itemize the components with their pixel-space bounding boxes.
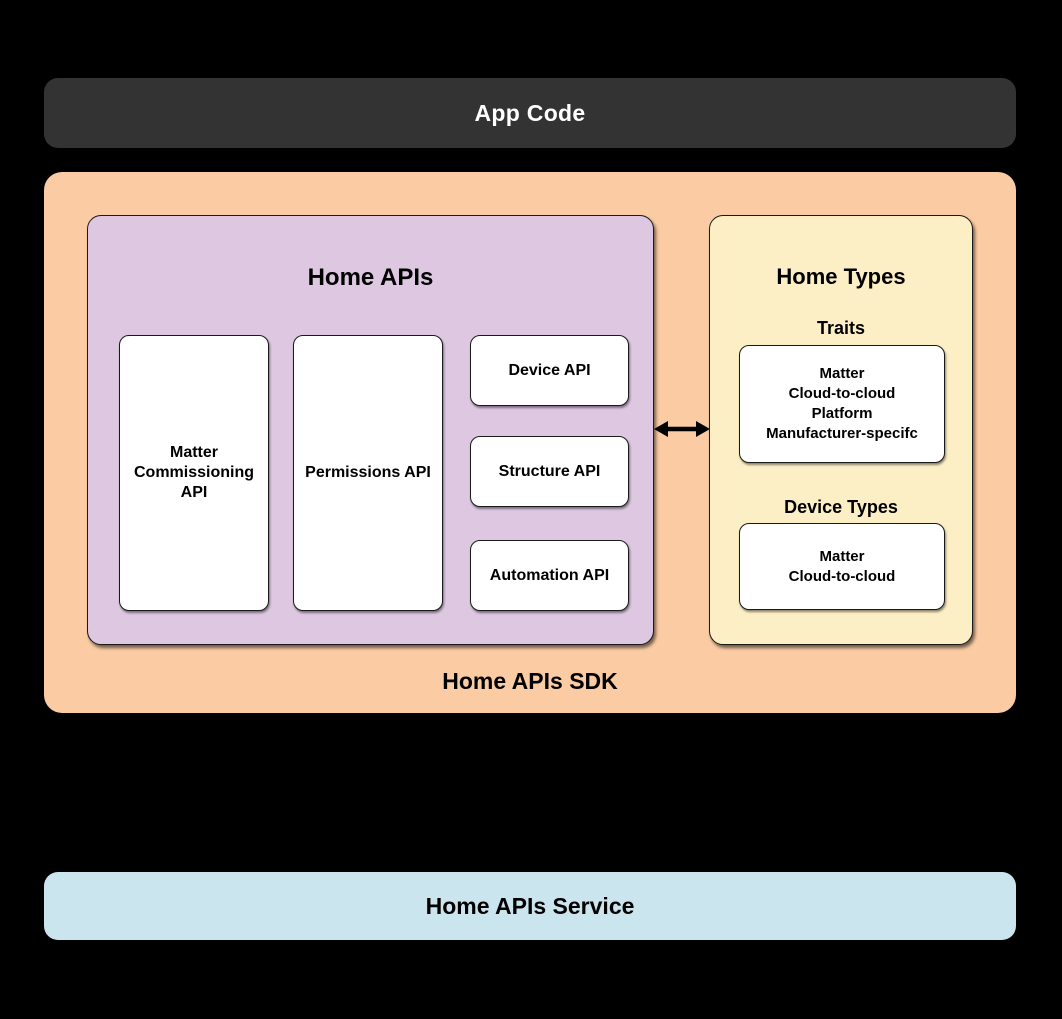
matter-commissioning-api-line: API xyxy=(180,484,208,501)
matter-commissioning-api-box: Matter Commissioning API xyxy=(119,335,269,611)
matter-commissioning-api-line: Matter xyxy=(169,444,218,461)
device-api-label: Device API xyxy=(508,361,591,379)
traits-item: Cloud-to-cloud xyxy=(788,385,896,402)
home-apis-service-label: Home APIs Service xyxy=(425,892,635,919)
device-types-item: Matter xyxy=(819,547,865,565)
app-code-label: App Code xyxy=(474,99,586,126)
permissions-api-label: Permissions API xyxy=(305,464,431,481)
structure-api-box: Structure API xyxy=(470,436,629,507)
automation-api-label: Automation API xyxy=(489,566,610,584)
home-apis-service-box: Home APIs Service xyxy=(44,872,1016,940)
bidirectional-arrow-icon xyxy=(653,416,711,442)
traits-item: Platform xyxy=(811,405,873,422)
device-types-item: Cloud-to-cloud xyxy=(788,567,896,585)
home-apis-title: Home APIs xyxy=(307,264,434,291)
home-apis-sdk-label: Home APIs SDK xyxy=(442,668,618,694)
permissions-api-box: Permissions API xyxy=(293,335,443,611)
device-api-box: Device API xyxy=(470,335,629,406)
home-types-box: Home Types Traits Matter Cloud-to-cloud … xyxy=(709,215,973,645)
traits-item: Matter xyxy=(819,365,865,382)
home-apis-sdk-box: Home APIs Matter Commissioning API Permi… xyxy=(44,172,1016,713)
device-types-heading: Device Types xyxy=(784,497,898,517)
structure-api-label: Structure API xyxy=(498,462,601,480)
traits-item: Manufacturer-specifc xyxy=(766,425,918,442)
home-types-title: Home Types xyxy=(776,264,906,289)
app-code-box: App Code xyxy=(44,78,1016,148)
automation-api-box: Automation API xyxy=(470,540,629,611)
home-apis-box: Home APIs Matter Commissioning API Permi… xyxy=(87,215,654,645)
traits-box: Matter Cloud-to-cloud Platform Manufactu… xyxy=(739,345,945,463)
device-types-box: Matter Cloud-to-cloud xyxy=(739,523,945,610)
matter-commissioning-api-line: Commissioning xyxy=(133,464,254,481)
traits-heading: Traits xyxy=(816,318,866,338)
